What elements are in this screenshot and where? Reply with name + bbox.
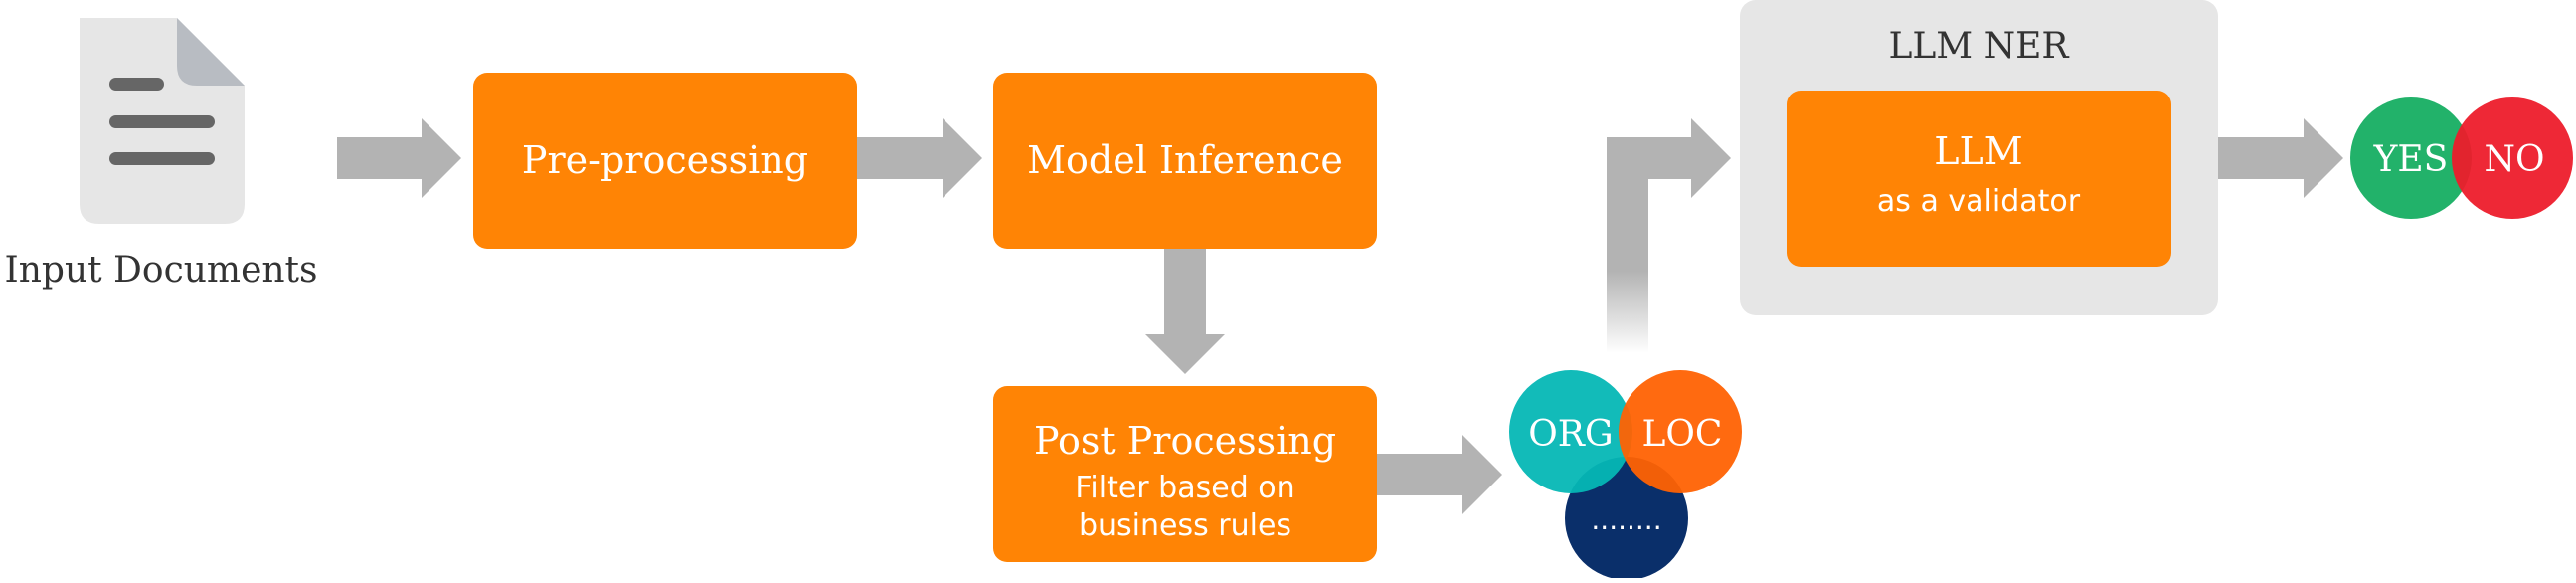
arrow-to-post-processing — [1145, 249, 1225, 374]
loc-circle — [1619, 370, 1742, 493]
preprocessing-box — [473, 73, 857, 249]
loc-label: LOC — [1642, 414, 1723, 455]
arrow-to-llm-ner — [1607, 118, 1731, 353]
llm-box-subtitle: as a validator — [1877, 184, 2081, 219]
no-circle — [2452, 97, 2573, 219]
model-inference-label: Model Inference — [1027, 138, 1343, 182]
post-processing-title: Post Processing — [1034, 419, 1336, 463]
entity-circles — [1509, 370, 1742, 580]
arrow-to-decision — [2218, 118, 2343, 198]
more-entities-label: ........ — [1591, 503, 1661, 536]
preprocessing-label: Pre-processing — [522, 138, 808, 182]
model-inference-box — [993, 73, 1377, 249]
input-documents-label: Input Documents — [5, 250, 318, 291]
llm-box-title: LLM — [1934, 129, 2022, 173]
org-circle — [1509, 370, 1632, 493]
post-processing-box — [993, 386, 1377, 562]
llm-box — [1787, 91, 2171, 267]
arrow-to-model-inference — [857, 118, 982, 198]
arrow-to-preprocessing — [337, 118, 461, 198]
post-processing-sub1: Filter based on — [1075, 471, 1294, 505]
llm-ner-title: LLM NER — [1888, 26, 2069, 67]
org-label: ORG — [1528, 414, 1613, 455]
arrow-to-entities — [1377, 435, 1502, 514]
post-processing-sub2: business rules — [1079, 508, 1291, 543]
document-icon — [80, 18, 245, 224]
yes-circle — [2350, 97, 2472, 219]
no-label: NO — [2484, 139, 2544, 180]
yes-label: YES — [2373, 139, 2449, 180]
